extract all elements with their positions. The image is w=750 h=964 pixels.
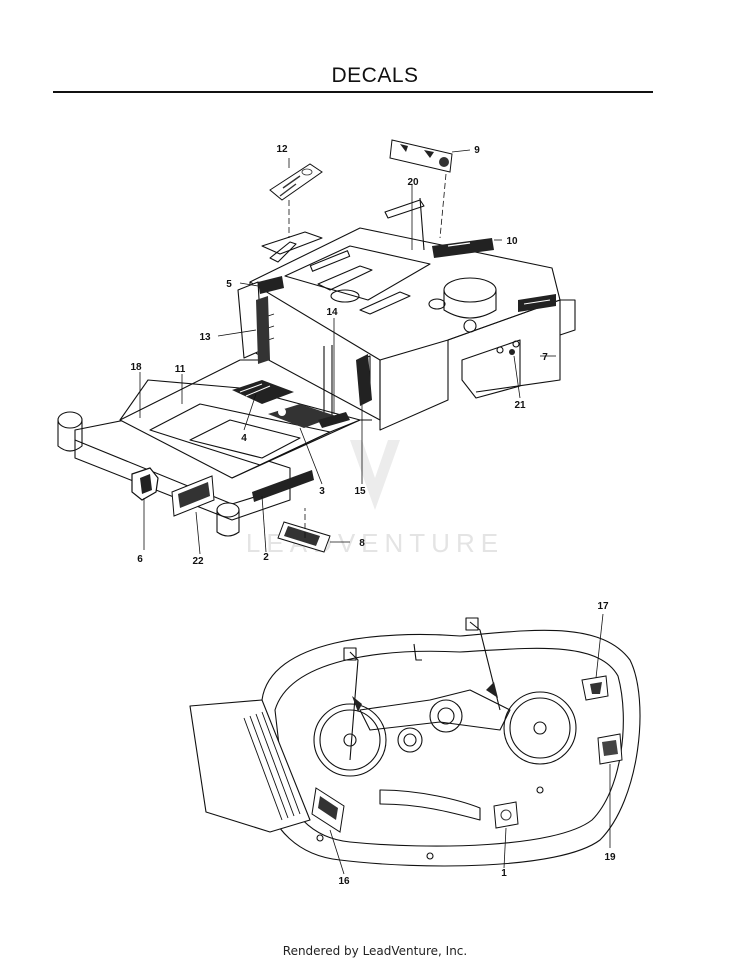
- callout-22: 22: [192, 556, 204, 567]
- callout-17: 17: [597, 601, 609, 612]
- callout-2: 2: [263, 552, 269, 563]
- callout-19: 19: [604, 852, 616, 863]
- callout-11: 11: [175, 364, 186, 375]
- callouts: 12 9 20 10 5 14 13 7 18 11 21 4 3 15 8 6…: [130, 144, 616, 887]
- callout-15: 15: [354, 486, 366, 497]
- page-title: DECALS: [331, 64, 419, 87]
- callout-14: 14: [326, 307, 338, 318]
- leaders-bottom: [329, 613, 611, 875]
- callout-18: 18: [130, 362, 142, 373]
- footer-credit: Rendered by LeadVenture, Inc.: [282, 944, 468, 958]
- callout-8: 8: [359, 538, 365, 549]
- leaders-top: [139, 149, 556, 555]
- callout-16: 16: [338, 876, 350, 887]
- watermark: LEADVENTURE: [246, 440, 498, 558]
- callout-21: 21: [514, 400, 526, 411]
- callout-4: 4: [241, 433, 247, 444]
- callout-6: 6: [137, 554, 143, 565]
- callout-9: 9: [474, 145, 480, 156]
- callout-3: 3: [319, 486, 325, 497]
- title-rule: [53, 91, 653, 93]
- decal-parts-bottom: [311, 675, 623, 833]
- mower-deck: [189, 617, 641, 867]
- callout-20: 20: [407, 177, 419, 188]
- callout-13: 13: [199, 332, 211, 343]
- decal-parts-top: [131, 139, 556, 553]
- callout-7: 7: [542, 352, 548, 363]
- callout-10: 10: [506, 236, 518, 247]
- callout-5: 5: [226, 279, 232, 290]
- callout-12: 12: [276, 144, 288, 155]
- callout-1: 1: [501, 868, 507, 879]
